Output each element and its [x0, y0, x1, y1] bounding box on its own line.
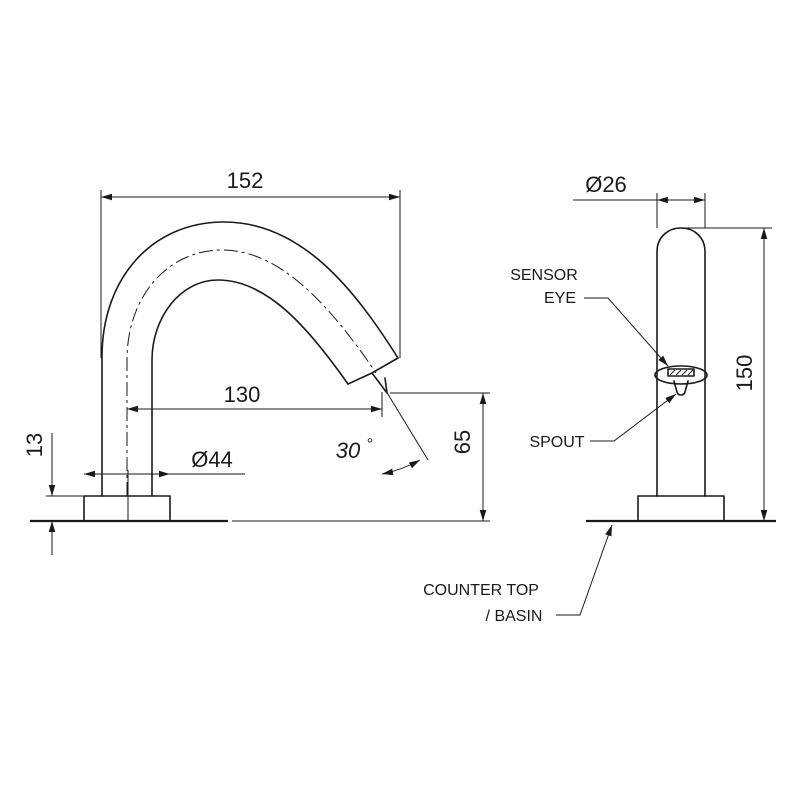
faucet-base: [83, 495, 171, 522]
dim-65-label: 65: [450, 430, 475, 454]
gooseneck-outer: [101, 221, 399, 497]
angle-unit: °: [367, 436, 373, 453]
front-body: [656, 227, 706, 497]
spout-tip: [347, 357, 399, 394]
spout-label: SPOUT: [529, 434, 584, 451]
angle-label: 30: [336, 438, 361, 463]
dim-152-label: 152: [227, 168, 264, 193]
front-view: Ø26 150 SENSOR EYE SPOUT COUNTER TOP / B…: [423, 172, 776, 625]
front-spout: [673, 380, 689, 396]
gooseneck-centerline: [126, 249, 377, 496]
front-base: [637, 495, 725, 522]
sensor-hatch-4: [687, 369, 694, 376]
dim-13-label: 13: [22, 433, 47, 457]
sensor-label-line1: SENSOR: [510, 267, 578, 284]
counter-label-line1: COUNTER TOP: [423, 582, 539, 599]
spout-leader: [590, 393, 677, 442]
dim-44-label: Ø44: [191, 447, 233, 472]
sensor-hatch-1: [669, 369, 676, 376]
sensor-eye: [654, 365, 708, 385]
dim-150-label: 150: [732, 355, 757, 392]
counter-label-line2: / BASIN: [486, 608, 543, 625]
sensor-hatch-3: [681, 369, 688, 376]
angle-arc: [381, 459, 421, 476]
sensor-label-line2: EYE: [544, 290, 576, 307]
side-view: 152 130 Ø44 13 65 30 °: [22, 168, 490, 555]
sensor-window: [667, 368, 695, 377]
dim-130-label: 130: [224, 382, 261, 407]
dim-26-label: Ø26: [585, 172, 627, 197]
sensor-leader: [584, 297, 669, 367]
sensor-hatch-2: [675, 369, 682, 376]
counter-leader: [556, 524, 613, 616]
gooseneck-inner: [151, 279, 349, 497]
angle-ray: [385, 390, 429, 461]
